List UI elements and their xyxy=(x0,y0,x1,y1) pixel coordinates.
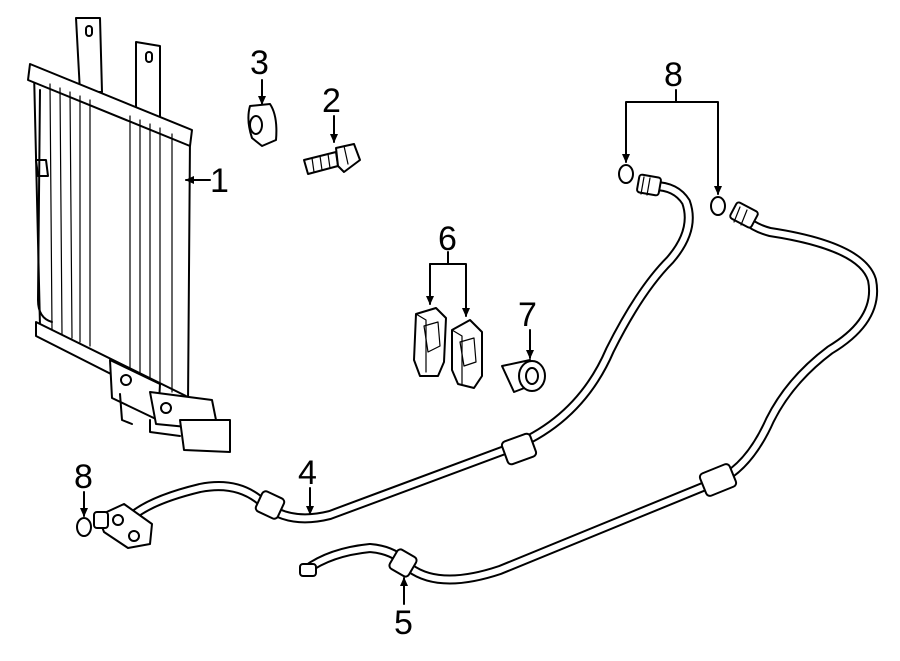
clip-part xyxy=(247,103,278,147)
callout-6: 6 xyxy=(438,220,457,258)
oil-cooler xyxy=(27,17,231,453)
callout-3: 3 xyxy=(250,44,269,82)
cooler-line-lower xyxy=(299,201,879,585)
grommet-part xyxy=(501,359,546,393)
clamp-right xyxy=(451,319,483,389)
callout-1: 1 xyxy=(210,162,229,200)
callout-7: 7 xyxy=(518,296,537,334)
leader-lines xyxy=(80,79,722,605)
bolt-part xyxy=(303,143,361,175)
callout-5: 5 xyxy=(394,604,413,642)
cooler-line-upper xyxy=(93,173,694,549)
o-ring-upper-right xyxy=(710,196,726,216)
o-ring-lower-left xyxy=(76,517,92,537)
callout-8-top: 8 xyxy=(664,56,683,94)
clamp-left xyxy=(413,307,447,377)
o-ring-upper-left xyxy=(618,164,634,184)
callout-2: 2 xyxy=(322,82,341,120)
callout-8-left: 8 xyxy=(74,458,93,496)
callout-4: 4 xyxy=(298,454,317,492)
